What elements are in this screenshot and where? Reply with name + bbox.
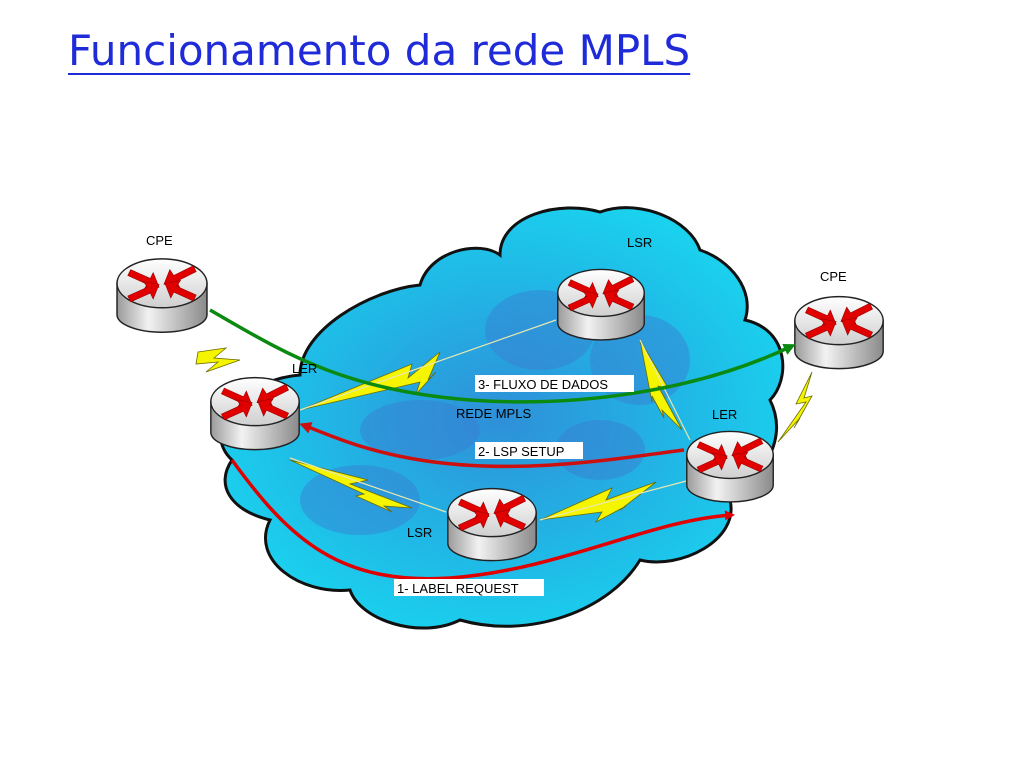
slide-title: Funcionamento da rede MPLS	[68, 26, 691, 75]
lightning-link-ler-lsr-top	[299, 351, 441, 411]
label-ler-right: LER	[712, 407, 737, 422]
router-ler-left[interactable]	[210, 376, 300, 451]
router-ler-right[interactable]	[686, 430, 774, 503]
label-step1-request: 1- LABEL REQUEST	[397, 581, 519, 596]
router-lsr-bottom[interactable]	[447, 487, 537, 562]
label-rede-mpls: REDE MPLS	[456, 406, 531, 421]
router-cpe-right[interactable]	[794, 295, 884, 370]
label-step3-fluxo: 3- FLUXO DE DADOS	[478, 377, 608, 392]
link-lines	[289, 319, 691, 521]
lightning-link-ler-cpe	[777, 371, 813, 443]
data-flow-arrow	[209, 308, 796, 404]
label-lsr-bottom: LSR	[407, 525, 432, 540]
label-request-arrow	[230, 458, 735, 581]
router-cpe-left[interactable]	[116, 258, 208, 333]
lightning-link-cpe-ler	[195, 347, 241, 373]
lsp-setup-arrow	[299, 422, 685, 469]
label-step2-lsp: 2- LSP SETUP	[478, 444, 564, 459]
label-ler-left: LER	[292, 361, 317, 376]
label-cpe-right: CPE	[820, 269, 847, 284]
lightning-link-ler-lsr-bottom	[289, 459, 413, 513]
router-lsr-top[interactable]	[557, 268, 645, 341]
label-lsr-top: LSR	[627, 235, 652, 250]
label-cpe-left: CPE	[146, 233, 173, 248]
